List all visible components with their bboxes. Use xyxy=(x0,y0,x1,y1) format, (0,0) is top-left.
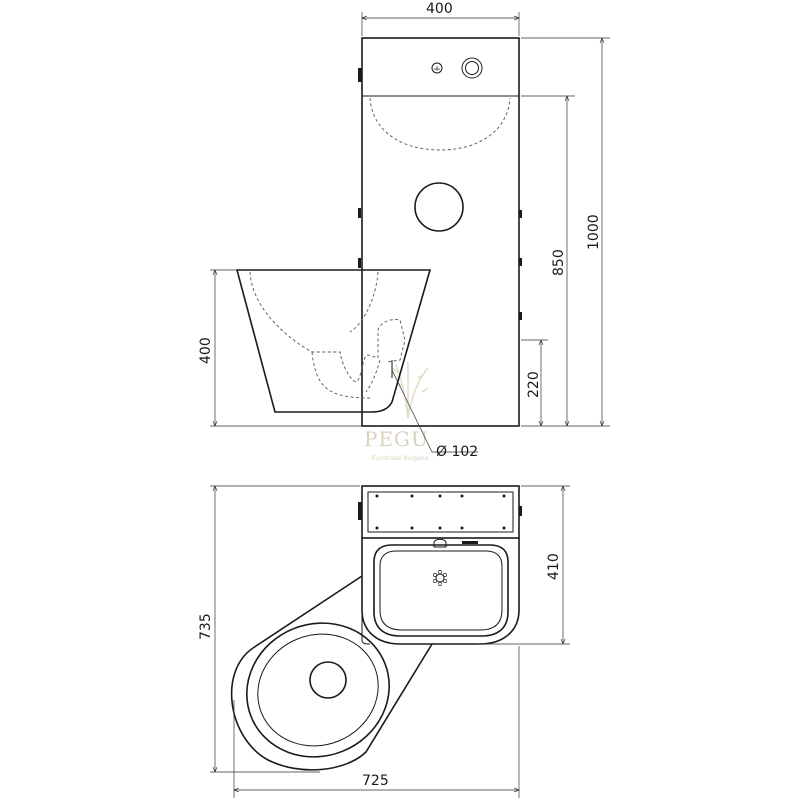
dim-plan-width: 725 xyxy=(362,773,389,789)
side-tab xyxy=(358,502,362,520)
dim-total-height-line xyxy=(521,37,610,427)
side-tab xyxy=(519,506,522,516)
tap-spout-icon xyxy=(433,538,447,548)
dim-bowl-height: 400 xyxy=(198,337,214,364)
toilet-seat-outer xyxy=(246,622,390,758)
basin-bowl-hidden xyxy=(369,97,511,151)
dim-top-width-line xyxy=(361,12,520,36)
dim-basin-height-line xyxy=(521,95,575,426)
watermark: PEGU Eurotrade Bulgaria xyxy=(364,362,429,462)
outlet-curve-hidden xyxy=(365,359,381,393)
side-tab xyxy=(519,210,522,218)
basin-rim xyxy=(373,544,509,637)
dim-total-height: 1000 xyxy=(586,214,602,250)
elevation-view: Ø 102 400 1000 850 220 xyxy=(198,1,610,460)
side-tab xyxy=(358,258,361,268)
sensor-strip xyxy=(462,541,478,544)
watermark-brand: PEGU xyxy=(364,427,429,451)
watermark-tagline: Eurotrade Bulgaria xyxy=(372,455,429,462)
dim-basin-depth: 410 xyxy=(546,553,562,580)
toilet-rim-hidden xyxy=(349,271,379,333)
toilet-plan-rim xyxy=(361,576,371,645)
dim-plan-depth: 735 xyxy=(198,613,214,640)
side-tab xyxy=(358,68,362,82)
dim-outlet-height: 220 xyxy=(526,371,542,398)
basin-inner xyxy=(379,550,503,631)
dim-basin-depth-line xyxy=(478,485,570,645)
toilet-outlet xyxy=(309,661,347,699)
toilet-bowl-profile xyxy=(235,269,432,413)
side-tab xyxy=(358,208,361,218)
plan-view: 410 735 725 xyxy=(198,485,570,798)
tap-sensor-icon xyxy=(431,62,443,74)
dim-top-width: 400 xyxy=(426,1,453,17)
toilet-trap-hidden xyxy=(249,271,379,383)
toilet-seat-inner xyxy=(257,633,379,747)
drain-icon xyxy=(433,570,447,586)
side-tab xyxy=(519,312,522,320)
dim-basin-height: 850 xyxy=(551,249,567,276)
side-tab xyxy=(519,258,522,266)
outlet-spigot-hidden xyxy=(377,319,406,363)
access-hatch xyxy=(414,182,464,232)
dim-outlet-diameter: Ø 102 xyxy=(436,444,478,460)
cover-plate-inner xyxy=(367,491,514,533)
watermark-wheat-icon xyxy=(391,362,429,419)
cover-plate xyxy=(361,485,520,539)
diameter-leader xyxy=(391,369,433,453)
toilet-plan-outline xyxy=(230,575,433,771)
column-body xyxy=(361,37,520,427)
dim-plan-width-line xyxy=(233,646,520,798)
dim-outlet-height-line xyxy=(521,339,548,426)
dim-plan-depth-line xyxy=(210,485,360,773)
dim-bowl-height-line xyxy=(210,269,362,427)
flush-button-icon xyxy=(461,57,483,79)
cover-screws xyxy=(375,494,506,530)
